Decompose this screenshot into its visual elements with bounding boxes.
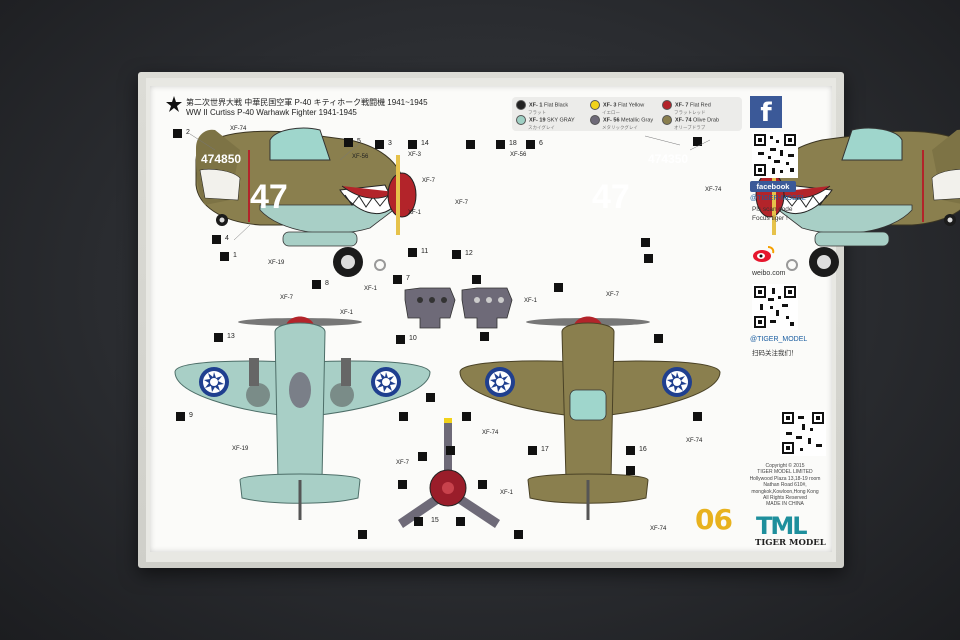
instrument-panel-part-left	[404, 287, 456, 329]
handle-facebook: @TIGER-MODEL	[750, 195, 806, 202]
paint-label-xf1-d: XF-1	[500, 490, 514, 496]
paint-label-xf7-a: XF-7	[422, 178, 436, 184]
paint-label-xf19-a: XF-19	[268, 260, 285, 266]
fuselage-code-left: 47	[250, 178, 288, 216]
scan-line-1: Pls scan code	[752, 206, 793, 213]
paint-label-xf7-d: XF-7	[455, 200, 469, 206]
leader-lines	[189, 133, 711, 241]
facebook-icon[interactable]: f	[750, 96, 782, 128]
sheet-number: 06	[695, 503, 733, 536]
address-line-3: mongkok,Kowloon,Hong Kong	[751, 488, 819, 495]
instrument-panel-part-right	[461, 287, 513, 329]
callout-16: 16	[639, 446, 647, 453]
weibo-follow-text: 扫码关注我们！	[752, 350, 798, 357]
tail-number-right: 474350	[648, 152, 688, 166]
paint-label-xf74-c: XF-74	[686, 438, 703, 444]
callout-9: 9	[189, 412, 193, 419]
title-english: WW II Curtiss P-40 Warhawk Fighter 1941-…	[186, 108, 357, 117]
callout-18: 18	[509, 140, 517, 147]
company-info: Copyright © 2015 TIGER MODEL LIMITED Hol…	[740, 463, 830, 508]
callout-2: 2	[186, 129, 190, 136]
tiger-model-logo: TML	[756, 512, 808, 540]
address-line-1: Hollywood Plaza 13,18-19 room	[749, 475, 821, 482]
left-side-view-plane	[195, 127, 417, 277]
paint-label-xf7-e: XF-7	[606, 292, 620, 298]
star-icon	[166, 96, 182, 112]
callout-14: 14	[421, 140, 429, 147]
callout-10: 10	[409, 335, 417, 342]
scan-line-2: Focus tiger !	[752, 215, 788, 222]
callout-6: 6	[539, 140, 543, 147]
paint-label-xf74-b: XF-74	[482, 430, 499, 436]
callout-13: 13	[227, 333, 235, 340]
top-view-plane-sky	[174, 316, 431, 520]
paint-label-xf56-a: XF-56	[352, 154, 369, 160]
paint-label-xf74-a: XF-74	[230, 126, 247, 132]
paint-label-xf3: XF-3	[408, 152, 422, 158]
callout-7: 7	[406, 275, 410, 282]
right-side-view-plane	[755, 127, 960, 277]
paint-label-xf1-e: XF-1	[524, 298, 538, 304]
qr-code-facebook	[752, 132, 798, 178]
paint-label-xf1-c: XF-1	[340, 310, 354, 316]
callout-5: 5	[357, 138, 361, 145]
top-view-plane-olive	[459, 316, 721, 520]
callout-15: 15	[431, 517, 439, 524]
brand-name: TIGER MODEL	[755, 538, 826, 548]
address-line-2: Nathan Road 610#,	[763, 482, 807, 489]
weibo-icon[interactable]	[752, 244, 776, 264]
callout-12: 12	[465, 250, 473, 257]
paint-label-xf74-d: XF-74	[650, 526, 667, 532]
callout-11: 11	[421, 248, 429, 255]
fuselage-code-right: 47	[592, 178, 630, 216]
paint-label-xf7-b: XF-7	[280, 295, 294, 301]
title-japanese: 第二次世界大戦 中華民国空軍 P-40 キティホーク戦闘機 1941~1945	[186, 98, 428, 107]
callout-4: 4	[225, 235, 229, 242]
tail-number-left: 474850	[201, 152, 241, 166]
copyright-line: Copyright © 2015	[765, 463, 805, 469]
paint-label-xf56-b: XF-56	[510, 152, 527, 158]
qr-code-weibo	[752, 284, 798, 330]
paint-label-xf7-c: XF-7	[396, 460, 410, 466]
callout-17: 17	[541, 446, 549, 453]
paint-label-xf74-e: XF-74	[705, 187, 722, 193]
callout-markers	[173, 129, 702, 539]
rights-line: All Rights Reserved	[763, 495, 807, 502]
paint-label-xf1-a: XF-1	[408, 210, 422, 216]
paint-label-xf19-b: XF-19	[232, 446, 249, 452]
company-name: TIGER MODEL LIMITED	[757, 469, 813, 476]
made-in-line: MADE IN CHINA	[766, 501, 804, 508]
callout-3: 3	[388, 140, 392, 147]
paint-legend	[512, 97, 742, 131]
qr-code-company	[780, 410, 826, 456]
propeller-part	[398, 418, 500, 528]
facebook-label[interactable]: facebook	[750, 181, 796, 192]
callout-1: 1	[233, 252, 237, 259]
paint-label-xf1-b: XF-1	[364, 286, 378, 292]
handle-weibo: @TIGER_MODEL	[750, 336, 808, 343]
weibo-label[interactable]: weibo.com	[752, 270, 786, 277]
tml-logo-mark: TML	[756, 512, 808, 540]
callout-8: 8	[325, 280, 329, 287]
